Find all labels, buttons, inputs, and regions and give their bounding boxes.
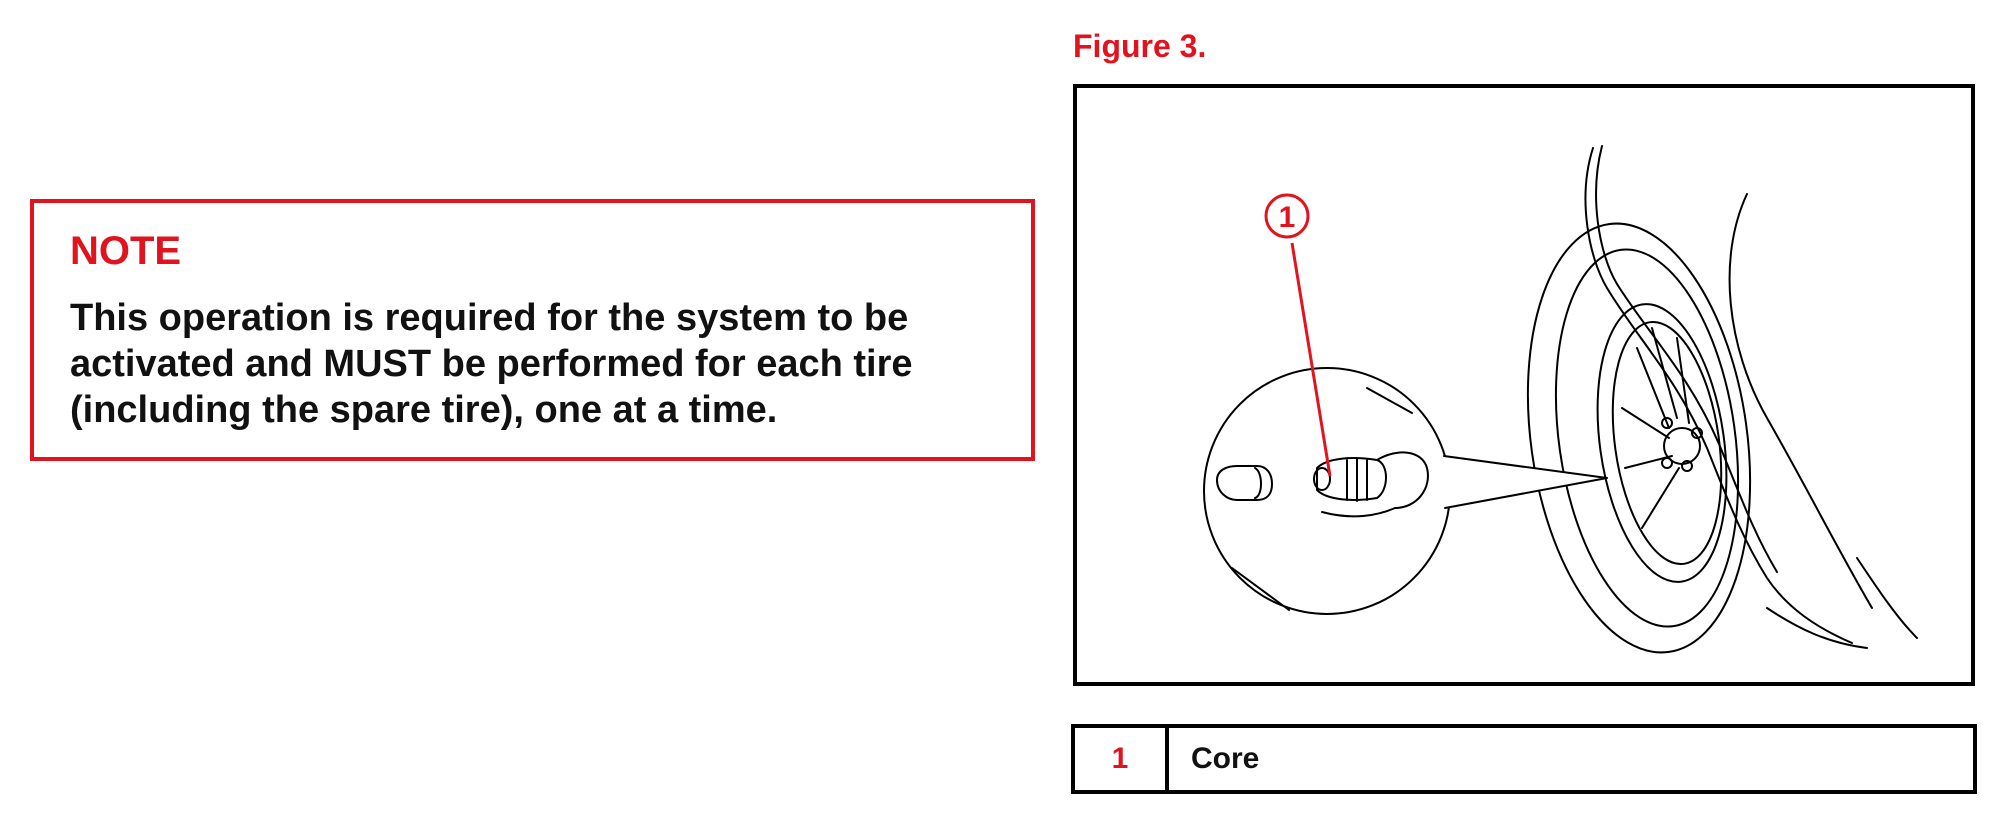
callout-circle <box>1264 193 1310 239</box>
legend-table: 1 Core <box>1071 724 1977 794</box>
wheel-spoke <box>1641 467 1680 529</box>
wheel-spoke <box>1676 337 1690 424</box>
magnifier-pointer <box>1443 455 1608 509</box>
magnifier-shade-line <box>1231 567 1290 611</box>
lug-nut <box>1691 427 1703 439</box>
valve-cap-rim <box>1254 467 1262 499</box>
tire-outer <box>1526 222 1752 654</box>
wheel-spoke <box>1651 327 1678 419</box>
figure-label: Figure 3. <box>1073 28 1207 64</box>
note-title: NOTE <box>70 229 182 273</box>
lug-nut <box>1661 457 1673 469</box>
callout-1: 1 <box>1264 193 1332 477</box>
magnified-view-circle <box>1203 367 1451 615</box>
lug-nut <box>1681 460 1693 472</box>
fender-inner-outline <box>1595 145 1778 573</box>
note-box: NOTE This operation is required for the … <box>30 199 1035 461</box>
figure-frame: 1 <box>1073 84 1975 686</box>
fender-outline <box>1584 147 1853 644</box>
wheel-spoke <box>1636 347 1670 429</box>
body-panel-line <box>1728 193 1873 609</box>
callout-leader-line <box>1290 242 1332 477</box>
legend-row-description: Core <box>1191 742 1260 775</box>
magnifier-shade-line <box>1366 387 1413 414</box>
ground-line <box>1766 607 1868 649</box>
wheel-spoke <box>1621 407 1670 439</box>
tire-valve-core-illustration: 1 <box>1203 145 1918 654</box>
valve-core <box>1313 467 1331 491</box>
legend-row-number: 1 <box>1075 728 1169 790</box>
valve-stem-body <box>1316 457 1387 501</box>
tire-inner <box>1554 248 1740 628</box>
lug-nut <box>1661 417 1673 429</box>
ground-line <box>1856 557 1918 639</box>
note-text: This operation is required for the syste… <box>70 297 913 431</box>
wheel-rim-inner <box>1611 320 1723 566</box>
wheel-rim <box>1596 303 1728 583</box>
valve-cap <box>1216 465 1273 501</box>
valve-base <box>1321 451 1429 518</box>
callout-number: 1 <box>1279 201 1296 234</box>
